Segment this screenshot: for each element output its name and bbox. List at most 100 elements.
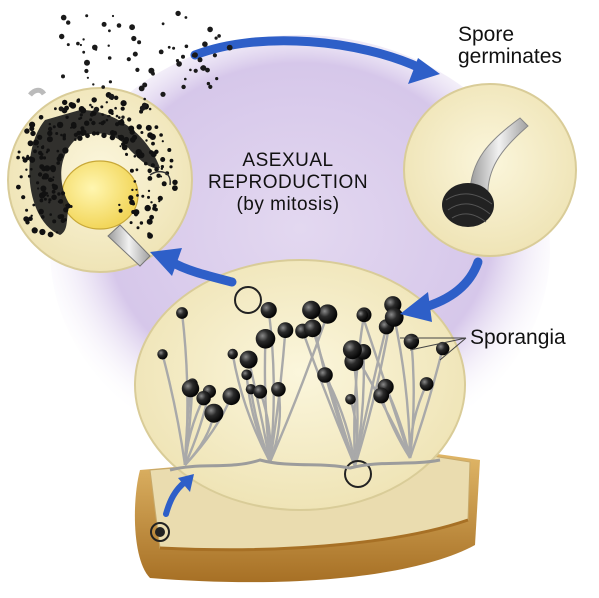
spore-dot [16, 185, 21, 190]
spore-dot [151, 163, 155, 167]
floating-spore-dot [175, 11, 180, 16]
spore-dot [76, 99, 79, 102]
sporangium-head [157, 349, 167, 359]
floating-spore-dot [217, 34, 221, 38]
spore-dot [70, 205, 73, 208]
spore-dot [41, 153, 44, 156]
spore-dot [38, 209, 44, 215]
spore-dot [121, 107, 125, 111]
spore-dot [118, 204, 120, 206]
spore-dot [162, 181, 167, 186]
spore-dot [53, 125, 56, 128]
floating-spore-dot [189, 69, 192, 72]
spore-dot [30, 168, 33, 171]
sporangium-head [385, 308, 404, 327]
spore-dot [148, 190, 150, 192]
floating-spore-dot [108, 29, 111, 32]
spore-dot [141, 195, 144, 198]
spore-dot [96, 132, 100, 136]
floating-spore-dot [181, 55, 185, 59]
floating-spore-dot [84, 69, 88, 73]
floating-spore-dot [112, 15, 114, 17]
spore-dot [54, 107, 57, 110]
spore-dot [120, 145, 122, 147]
spore-dot [135, 189, 137, 191]
sporangium-head [228, 349, 238, 359]
spore-dot [23, 216, 29, 222]
spore-dot [137, 124, 142, 129]
germinates-label: germinates [458, 46, 562, 68]
spore-dot [84, 121, 89, 126]
floating-spore-dot [159, 50, 164, 55]
spore-dot [58, 153, 63, 158]
floating-spore-dot [215, 37, 218, 40]
sporangium-head [278, 322, 294, 338]
sporangium-head [420, 377, 434, 391]
spore-dot [21, 195, 25, 199]
spore-dot [167, 148, 171, 152]
spore-dot [32, 204, 35, 207]
sporangium-head [271, 382, 286, 397]
spore-dot [155, 125, 159, 129]
spore-dot [150, 201, 152, 203]
spore-dot [118, 116, 121, 119]
floating-spore-dot [143, 98, 146, 101]
spore-dot [47, 131, 52, 136]
spore-dot [39, 156, 43, 160]
floating-spore-dot [149, 108, 152, 111]
spore-dot [16, 156, 20, 160]
floating-spore-dot [192, 52, 198, 58]
center-title-line1: ASEXUAL [188, 150, 388, 172]
floating-spore-dot [66, 20, 70, 24]
floating-spore-dot [129, 24, 135, 30]
spore-dot [39, 229, 45, 235]
sporangium-head [345, 394, 356, 405]
spore-dot [28, 175, 31, 178]
floating-spore-dot [142, 83, 147, 88]
spore-dot [118, 135, 120, 137]
spore-dot [61, 191, 65, 195]
floating-spore-dot [59, 106, 64, 111]
floating-spore-dot [200, 66, 204, 70]
spore-dot [63, 133, 66, 136]
spore-dot [147, 196, 150, 199]
spore-dot [108, 109, 113, 114]
spore-dot [172, 180, 177, 185]
spore-dot [76, 131, 81, 136]
center-title: ASEXUAL REPRODUCTION (by mitosis) [188, 150, 388, 216]
spore-dot [145, 139, 147, 141]
spore-dot [62, 147, 68, 153]
floating-spore-dot [176, 61, 182, 67]
floating-spore-dot [185, 16, 188, 19]
spore-dot [122, 123, 124, 125]
spore-dot [20, 175, 23, 178]
spore-dot [92, 131, 96, 135]
spore-dot [49, 123, 51, 125]
sporangium-head [182, 380, 199, 397]
spore-label: Spore [458, 24, 562, 46]
floating-spore-dot [127, 57, 131, 61]
mold-colony-panel [135, 260, 465, 510]
spore-dot [37, 146, 39, 148]
sporangium-head [240, 351, 258, 369]
spore-dot [134, 212, 138, 216]
spore-dot [89, 118, 92, 121]
floating-spore-dot [207, 82, 210, 85]
spore-dot [114, 96, 118, 100]
spore-dot [121, 100, 127, 106]
floating-spore-dot [168, 46, 171, 49]
spore-dot [151, 142, 155, 146]
spore-dot [134, 155, 137, 158]
spore-dot [74, 138, 77, 141]
spore-dot [28, 140, 34, 146]
floating-spore-dot [61, 15, 67, 21]
spore-dot [161, 168, 163, 170]
floating-spore-dot [142, 103, 147, 108]
spore-dot [77, 136, 82, 141]
spore-dot [128, 195, 133, 200]
spore-dot [106, 119, 109, 122]
spore-dot [57, 192, 60, 195]
spore-dot [25, 169, 27, 171]
spore-dot [47, 149, 50, 152]
